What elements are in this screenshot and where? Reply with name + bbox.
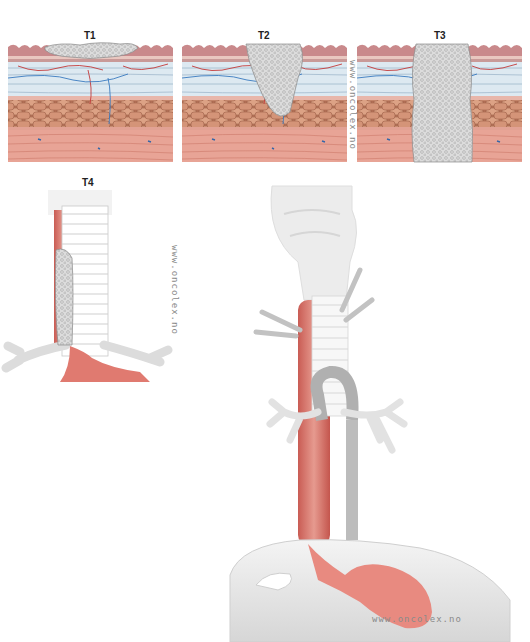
tissue-layers (182, 44, 347, 162)
tissue-layers (8, 44, 173, 162)
tissue-layers (357, 44, 522, 162)
stage-label: T2 (258, 31, 270, 41)
watermark: www.oncolex.no (348, 60, 357, 150)
tumor (55, 249, 73, 345)
watermark: www.oncolex.no (372, 615, 462, 624)
tumor (246, 44, 303, 116)
tumor (412, 44, 473, 162)
stage-label: T1 (84, 31, 96, 41)
tumor (45, 43, 138, 59)
esophagus-overview (230, 186, 510, 642)
watermark: www.oncolex.no (170, 245, 179, 335)
stage-label: T4 (82, 178, 94, 188)
t4-illustration (6, 190, 168, 382)
stage-label: T3 (434, 31, 446, 41)
